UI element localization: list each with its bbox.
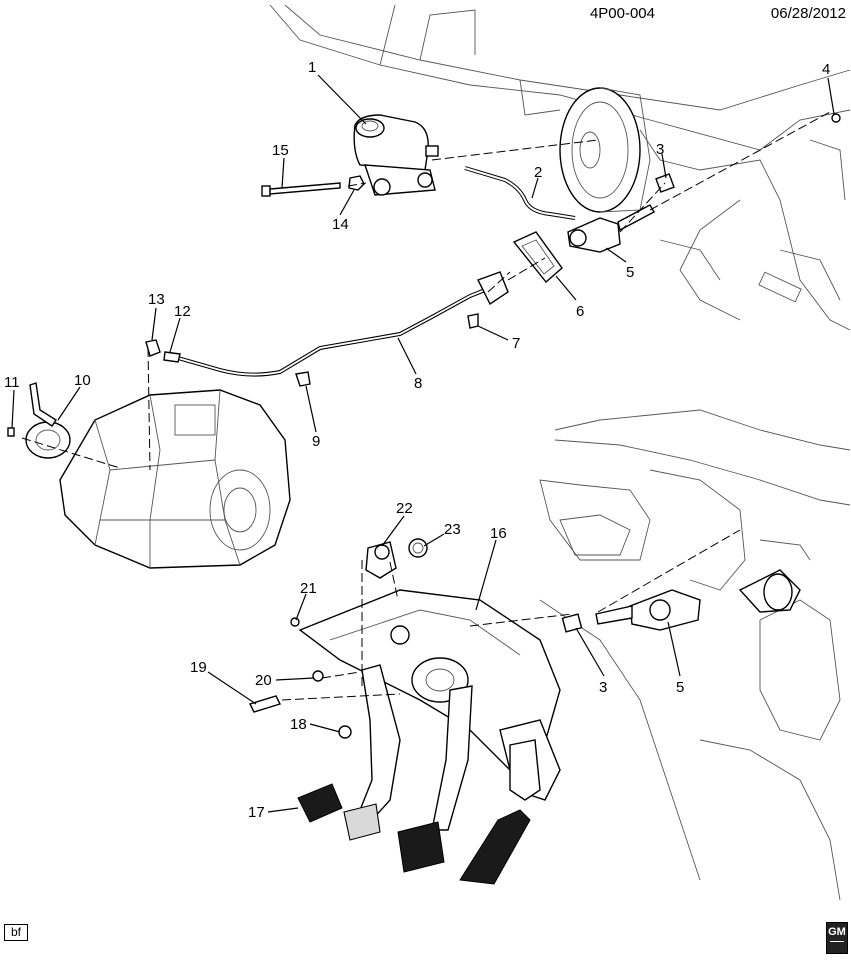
callout-16: 16 xyxy=(490,525,507,542)
callout-20: 20 xyxy=(255,672,272,689)
clutch-pedal-sensor-lower xyxy=(561,613,583,633)
dash-grommet xyxy=(512,231,563,284)
pedal-bracket-assembly xyxy=(298,589,561,801)
callout-11: 11 xyxy=(4,374,20,391)
callout-14: 14 xyxy=(332,216,349,233)
accelerator-pedal xyxy=(459,739,541,885)
clutch-actuator-lower xyxy=(595,569,801,631)
callout-1: 1 xyxy=(308,59,316,76)
gm-logo-text: GM xyxy=(828,926,846,938)
alignment-lines xyxy=(21,111,831,701)
callout-15: 15 xyxy=(272,142,289,159)
brake-booster xyxy=(559,87,651,213)
leader-lines xyxy=(11,74,835,813)
bf-badge: bf xyxy=(4,924,28,941)
long-bolt xyxy=(261,182,341,197)
bracket-nut xyxy=(290,617,300,627)
clutch-master-cylinder-reservoir xyxy=(353,114,439,196)
callout-21: 21 xyxy=(300,580,317,597)
callout-17: 17 xyxy=(248,804,265,821)
brake-pedal xyxy=(397,685,473,873)
lower-body-panel xyxy=(539,409,851,901)
callout-5-lower: 5 xyxy=(676,679,684,696)
diagram-code: 4P00-004 xyxy=(590,5,655,22)
hex-nut xyxy=(348,175,365,191)
pivot-bolt xyxy=(249,695,281,713)
gm-logo: GM xyxy=(826,922,848,954)
torsion-spring xyxy=(408,538,428,558)
diagram-date: 06/28/2012 xyxy=(771,5,846,22)
callout-12: 12 xyxy=(174,303,191,320)
transmission xyxy=(59,389,291,569)
brake-light-switch xyxy=(365,541,397,579)
clutch-pipe xyxy=(145,271,509,387)
callout-18: 18 xyxy=(290,716,307,733)
upper-body-panel xyxy=(269,4,851,331)
callout-6: 6 xyxy=(576,303,584,320)
firewall-bolt xyxy=(831,113,841,123)
callout-13: 13 xyxy=(148,291,165,308)
concentric-slave-cylinder xyxy=(25,382,71,459)
callout-4: 4 xyxy=(822,61,830,78)
callout-7: 7 xyxy=(512,335,520,352)
retainer-nut xyxy=(312,670,324,682)
callout-9: 9 xyxy=(312,433,320,450)
callout-5-upper: 5 xyxy=(626,264,634,281)
callout-3-upper: 3 xyxy=(656,141,664,158)
bleeder-screw xyxy=(7,427,15,437)
callout-3-lower: 3 xyxy=(599,679,607,696)
clutch-pedal xyxy=(343,664,401,841)
callout-22: 22 xyxy=(396,500,413,517)
pedal-stop-bumper xyxy=(338,725,352,739)
pedal-pad xyxy=(297,783,343,823)
callout-2: 2 xyxy=(534,164,542,181)
callout-10: 10 xyxy=(74,372,91,389)
callout-23: 23 xyxy=(444,521,461,538)
gm-logo-underline xyxy=(830,941,844,942)
callout-19: 19 xyxy=(190,659,207,676)
clutch-hose xyxy=(464,166,576,220)
callout-labels: 1 2 3 3 4 5 5 6 7 8 9 10 11 12 13 14 15 … xyxy=(4,59,830,821)
clutch-actuator-upper xyxy=(567,204,655,253)
callout-8: 8 xyxy=(414,375,422,392)
